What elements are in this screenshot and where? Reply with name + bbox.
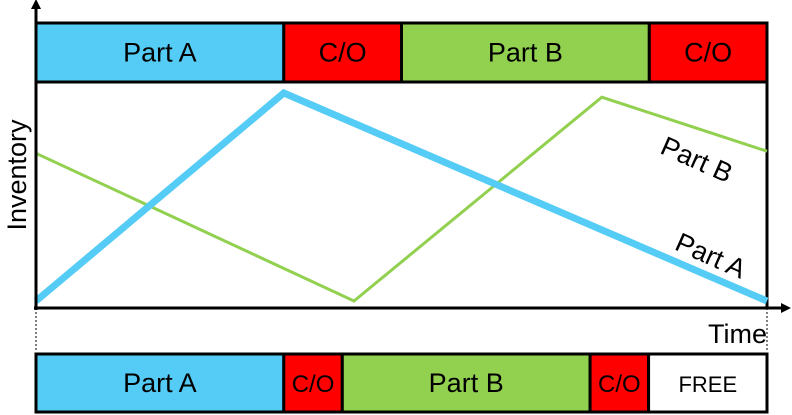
top-bar-segment-label: C/O: [319, 38, 367, 68]
part-a-inventory-line: [33, 88, 769, 305]
bottom-bar-segment: [588, 352, 651, 414]
bottom-bar-segment: [282, 352, 344, 414]
bottom-bar-segment-label: C/O: [598, 371, 641, 398]
bottom-schedule-bar: Part A C/O Part B C/O FREE: [34, 352, 769, 414]
top-bar-segment-label: Part B: [488, 38, 563, 68]
bottom-bar-segment-label: FREE: [678, 372, 737, 397]
top-bar-segment-label: C/O: [684, 38, 732, 68]
bottom-bar-segment: [340, 352, 592, 414]
top-schedule-bar: Part A C/O Part B C/O: [34, 21, 769, 84]
part-b-inventory-line: [35, 95, 768, 303]
bottom-bar-segment-label: C/O: [292, 371, 335, 398]
bottom-bar-segment-label: Part B: [429, 368, 504, 398]
bottom-bar-segment: [34, 352, 286, 414]
y-axis-label: Inventory: [2, 119, 32, 231]
bottom-bar-segment: [647, 352, 769, 414]
top-bar-segment-label: Part A: [123, 38, 197, 68]
top-bar-segment: [647, 21, 769, 84]
bottom-bar-segment-label: Part A: [123, 368, 197, 398]
x-axis-label: Time: [708, 319, 767, 349]
part-b-curve-label: Part B: [656, 131, 737, 189]
